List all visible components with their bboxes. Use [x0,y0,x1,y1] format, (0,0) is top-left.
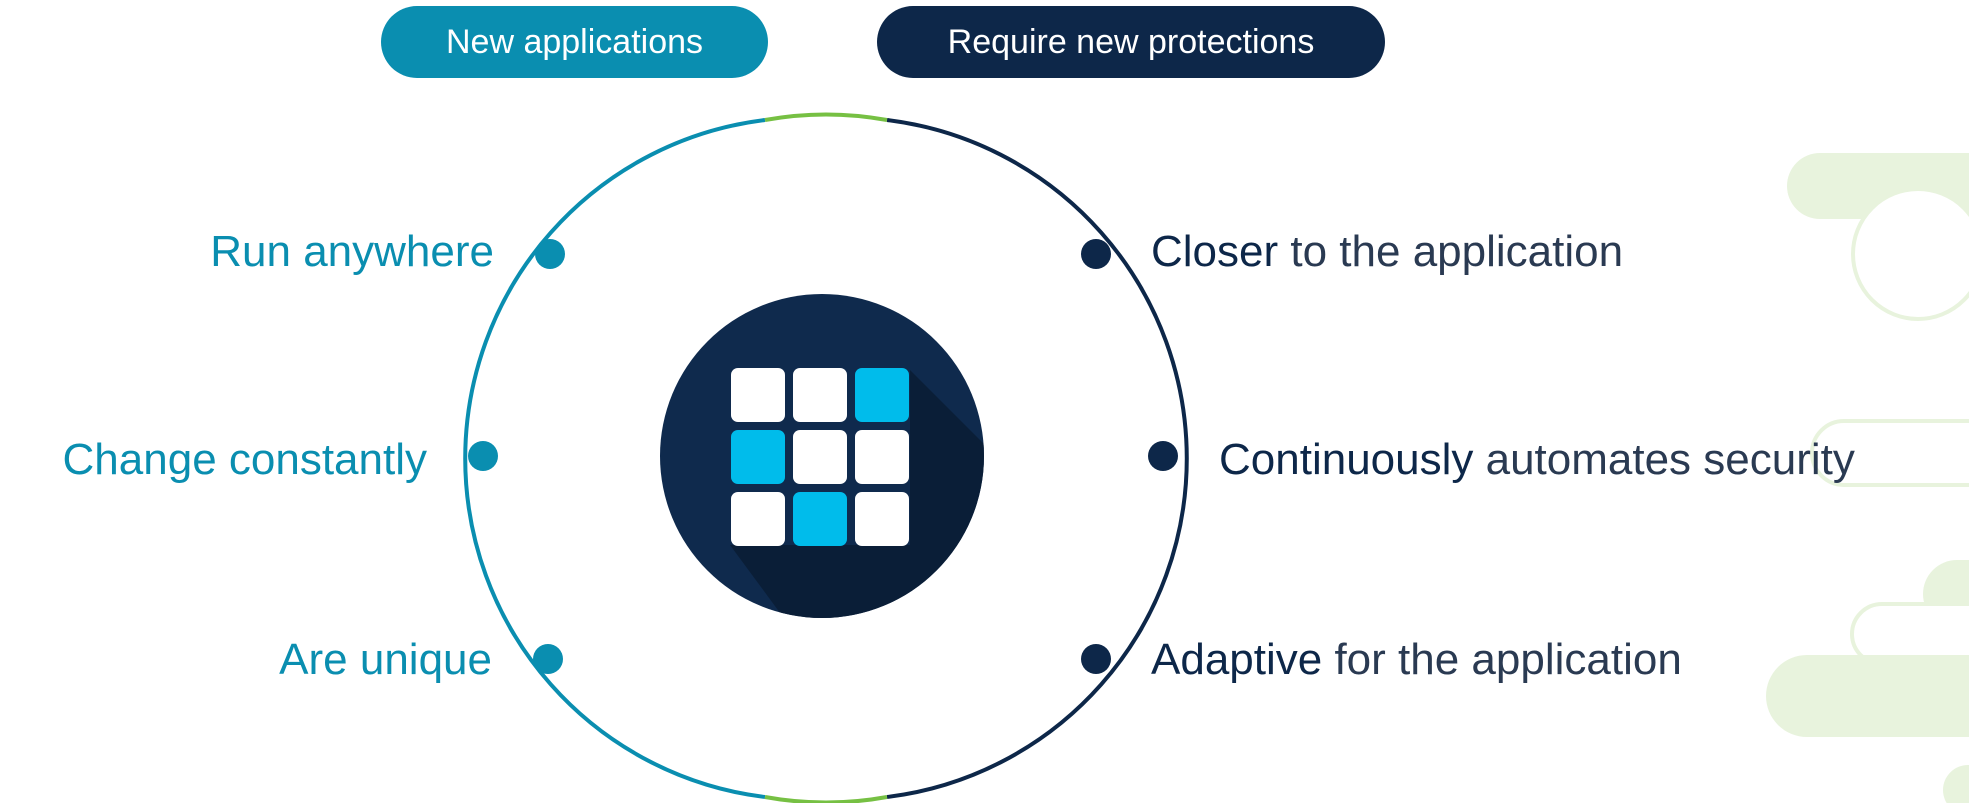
dot-continuously [1148,441,1178,471]
label-closer-to-application: Closer to the application [1151,226,1623,278]
dot-change-constantly [468,441,498,471]
label-adaptive-for-application: Adaptive for the application [1151,634,1682,686]
grid-cell-0-1 [793,368,847,422]
grid-cell-2-0 [731,492,785,546]
ring-top-arc [764,112,888,122]
require-new-protections-pill: Require new protections [877,6,1385,78]
label-continuously-automates: Continuously automates security [1219,434,1855,486]
ring-right-arc [886,118,1189,799]
background-decoration [1766,153,1969,803]
dot-are-unique [533,644,563,674]
label-closer-strong: Closer [1151,227,1279,276]
label-change-constantly: Change constantly [62,435,427,484]
grid-cell-0-0 [731,368,785,422]
label-adaptive-rest: for the application [1322,635,1682,684]
label-continuously-rest: automates security [1473,435,1855,484]
grid-cell-1-1 [793,430,847,484]
grid-cell-2-1 [793,492,847,546]
grid-cell-1-2 [855,430,909,484]
ring-bottom-arc [764,795,888,803]
label-adaptive-strong: Adaptive [1151,635,1323,684]
dot-adaptive [1081,644,1111,674]
label-are-unique: Are unique [279,635,492,684]
label-continuously-strong: Continuously [1219,435,1474,484]
ring-dots [468,239,1178,674]
dot-closer [1081,239,1111,269]
application-grid-icon [660,294,984,618]
grid-cell-1-0 [731,430,785,484]
grid-cell-0-2 [855,368,909,422]
new-applications-pill: New applications [381,6,768,78]
label-run-anywhere: Run anywhere [210,227,494,276]
ring-left-arc [463,118,766,799]
grid-cell-2-2 [855,492,909,546]
label-closer-rest: to the application [1278,227,1624,276]
dot-run-anywhere [535,239,565,269]
